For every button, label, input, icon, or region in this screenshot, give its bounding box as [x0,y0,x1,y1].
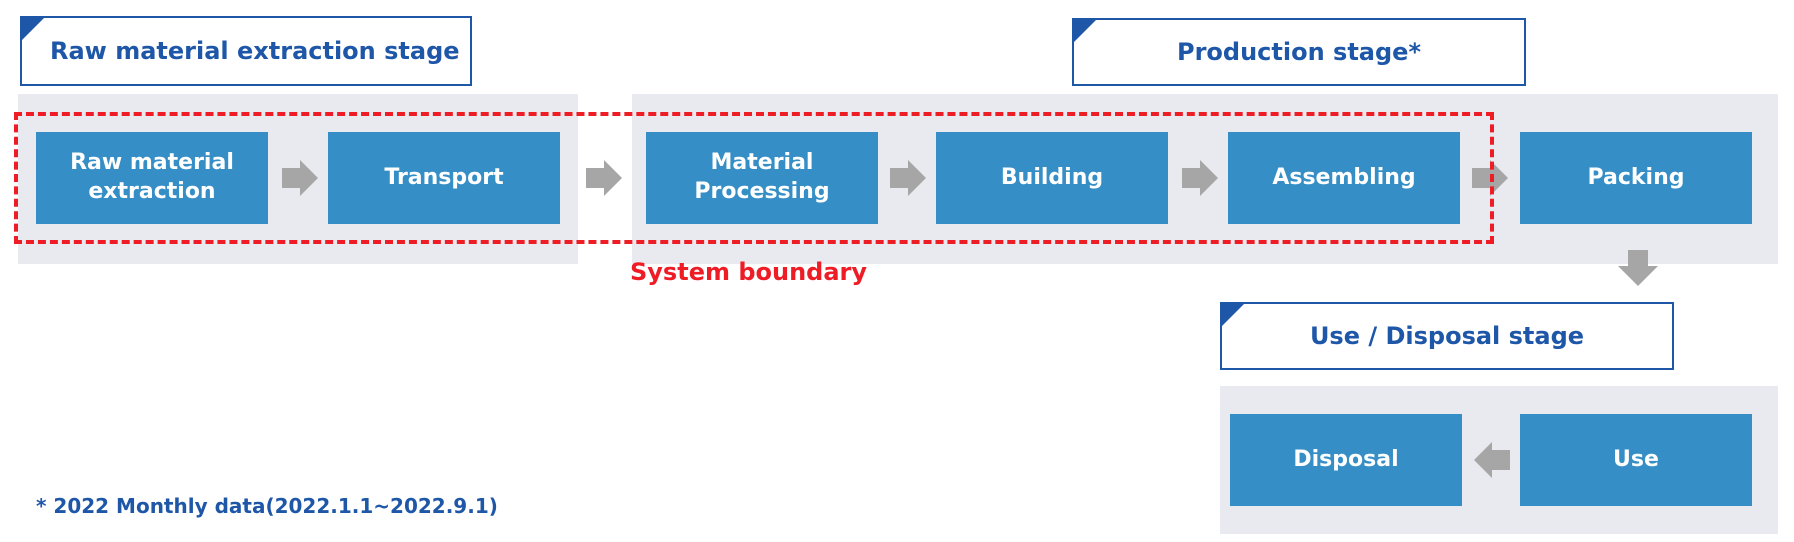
arrow-right-icon [1182,160,1218,196]
production-stage-header: Production stage* [1072,18,1526,86]
raw-material-stage-title: Raw material extraction stage [50,37,460,65]
footnote: * 2022 Monthly data(2022.1.1~2022.9.1) [36,494,498,518]
raw-material-extraction-box: Raw material extraction [36,132,268,224]
packing-box: Packing [1520,132,1752,224]
arrow-right-icon [282,160,318,196]
building-box: Building [936,132,1168,224]
material-processing-box: Material Processing [646,132,878,224]
corner-marker-icon [1072,18,1098,44]
arrow-down-icon [1618,250,1658,286]
transport-box: Transport [328,132,560,224]
arrow-right-icon [586,160,622,196]
use-disposal-stage-header: Use / Disposal stage [1220,302,1674,370]
corner-marker-icon [1220,302,1246,328]
production-stage-title: Production stage* [1177,38,1421,66]
disposal-box: Disposal [1230,414,1462,506]
use-box: Use [1520,414,1752,506]
arrow-left-icon [1474,442,1510,478]
arrow-right-icon [1472,160,1508,196]
raw-material-stage-header: Raw material extraction stage [20,16,472,86]
system-boundary-label: System boundary [630,258,868,286]
corner-marker-icon [20,16,46,42]
assembling-box: Assembling [1228,132,1460,224]
use-disposal-stage-title: Use / Disposal stage [1309,322,1585,350]
arrow-right-icon [890,160,926,196]
